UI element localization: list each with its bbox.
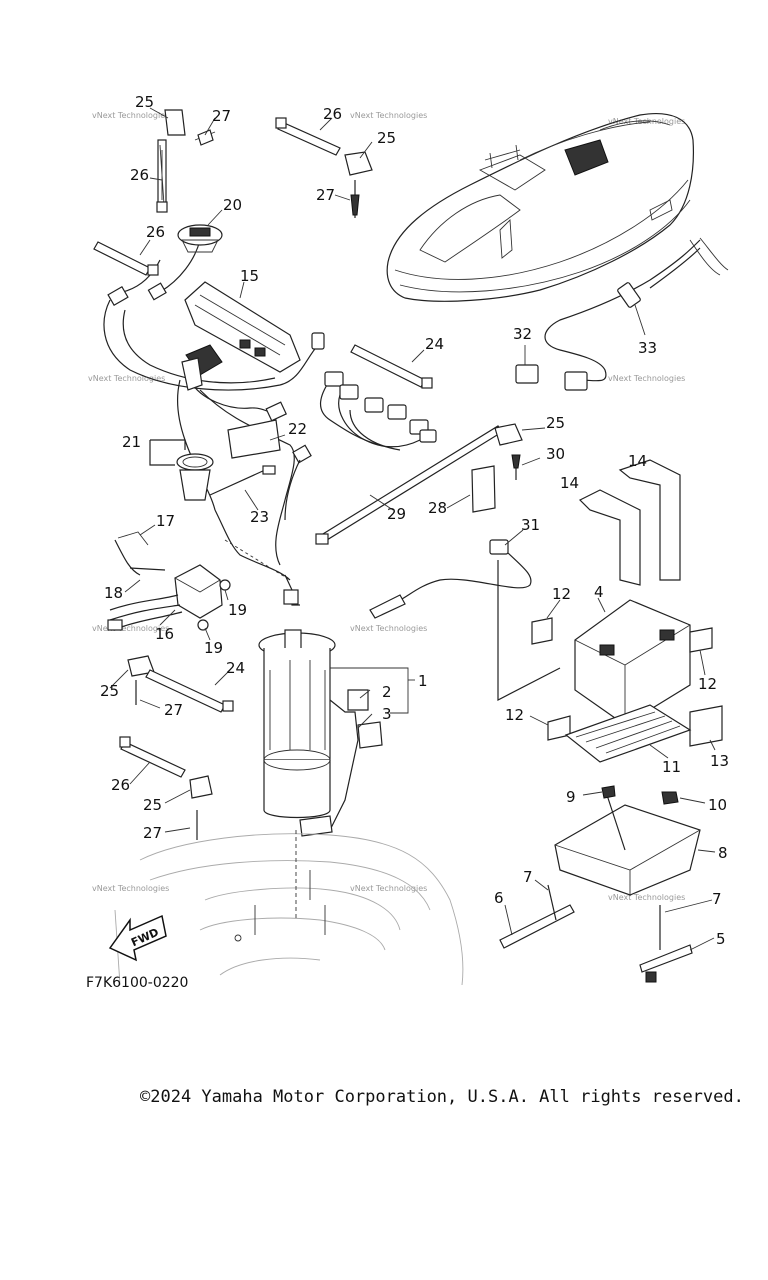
cable-tie-29	[315, 423, 523, 545]
callout-29: 29	[387, 505, 406, 523]
callout-32: 32	[513, 325, 532, 343]
callout-7: 7	[523, 868, 533, 886]
callout-33: 33	[638, 339, 657, 357]
meter-assembly-15	[184, 281, 301, 373]
fuel-pump-1	[258, 574, 383, 837]
watermark: vNext Technologies	[92, 884, 169, 893]
callout-25: 25	[143, 796, 162, 814]
callout-28: 28	[428, 499, 447, 517]
sub-harness-33	[515, 237, 729, 391]
callout-2: 2	[382, 683, 392, 701]
callout-25: 25	[377, 129, 396, 147]
callout-9: 9	[566, 788, 576, 806]
callout-26: 26	[130, 166, 149, 184]
watermark: vNext Technologies	[92, 624, 169, 633]
callout-25: 25	[546, 414, 565, 432]
callout-numbers: 25 27 26 26 25 27 20 26 15 24 22 21 23 2…	[100, 93, 729, 948]
callout-25: 25	[135, 93, 154, 111]
callout-4: 4	[594, 583, 604, 601]
callout-3: 3	[382, 705, 392, 723]
leader-lines	[109, 107, 716, 951]
callout-12: 12	[698, 675, 717, 693]
watermark: vNext Technologies	[608, 893, 685, 902]
callout-13: 13	[710, 752, 729, 770]
callout-24: 24	[226, 659, 245, 677]
callout-27: 27	[316, 186, 335, 204]
callout-25: 25	[100, 682, 119, 700]
watermark: vNext Technologies	[350, 884, 427, 893]
watermark: vNext Technologies	[88, 374, 165, 383]
sub-harness-24	[209, 344, 437, 521]
callout-11: 11	[662, 758, 681, 776]
callout-30: 30	[546, 445, 565, 463]
callout-7: 7	[712, 890, 722, 908]
cable-ties-lower-left	[119, 655, 234, 840]
callout-26: 26	[323, 105, 342, 123]
callout-12: 12	[505, 706, 524, 724]
watermark: vNext Technologies	[350, 624, 427, 633]
copyright-notice: ©2024 Yamaha Motor Corporation, U.S.A. A…	[140, 1087, 744, 1107]
callout-27: 27	[212, 107, 231, 125]
callout-24: 24	[425, 335, 444, 353]
callout-31: 31	[521, 516, 540, 534]
callout-19: 19	[204, 639, 223, 657]
sensor-31	[369, 539, 561, 701]
callout-15: 15	[240, 267, 259, 285]
callout-14: 14	[560, 474, 579, 492]
fwd-arrow-icon: FWD	[108, 914, 167, 962]
grommet-21	[149, 439, 214, 501]
callout-26: 26	[146, 223, 165, 241]
fuel-tank-outline	[114, 830, 464, 986]
stays-5-6-7	[499, 884, 693, 983]
cable-tie-group-top	[93, 109, 373, 276]
callout-27: 27	[143, 824, 162, 842]
callout-19: 19	[228, 601, 247, 619]
battery-box-8	[554, 785, 701, 896]
callout-23: 23	[250, 508, 269, 526]
callout-1: 1	[418, 672, 428, 690]
watermark: vNext Technologies	[92, 111, 169, 120]
watercraft-illustration	[386, 113, 694, 302]
callout-26: 26	[111, 776, 130, 794]
callout-17: 17	[156, 512, 175, 530]
label-plate-28	[471, 465, 496, 513]
callout-20: 20	[223, 196, 242, 214]
callout-18: 18	[104, 584, 123, 602]
battery-4	[574, 599, 691, 726]
switch-20	[177, 224, 223, 253]
callout-14: 14	[628, 452, 647, 470]
callout-12: 12	[552, 585, 571, 603]
pads-12-13-11	[531, 617, 723, 763]
diagram-code: F7K6100-0220	[86, 975, 189, 991]
callout-8: 8	[718, 844, 728, 862]
main-wire-harness	[103, 239, 325, 581]
watermark: vNext Technologies	[608, 117, 685, 126]
callout-22: 22	[288, 420, 307, 438]
watermark: vNext Technologies	[350, 111, 427, 120]
callout-5: 5	[716, 930, 726, 948]
callout-6: 6	[494, 889, 504, 907]
callout-27: 27	[164, 701, 183, 719]
callout-10: 10	[708, 796, 727, 814]
watermark: vNext Technologies	[608, 374, 685, 383]
callout-21: 21	[122, 433, 141, 451]
relay-assembly-16	[107, 531, 231, 631]
callout-16: 16	[155, 625, 174, 643]
battery-band-14	[578, 459, 681, 586]
